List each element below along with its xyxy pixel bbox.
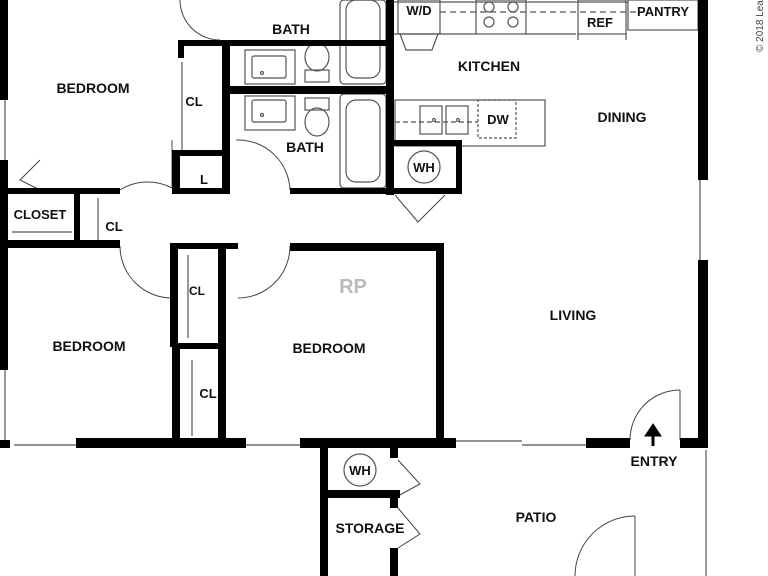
washer-dryer (397, 0, 441, 35)
label-bath-top: BATH (272, 21, 310, 37)
toilet-bottom (304, 107, 330, 137)
label-bedroom-sw: BEDROOM (52, 338, 125, 354)
label-bedroom-center: BEDROOM (292, 340, 365, 356)
sink-bottom (244, 95, 296, 131)
watermark-logo: RP (339, 276, 367, 298)
water-heater-storage-circle (343, 453, 377, 487)
entry-marker: ENTRY (631, 423, 679, 469)
label-cl-lower: CL (199, 386, 216, 401)
label-closet: CLOSET (14, 207, 67, 222)
refrigerator (577, 0, 627, 35)
label-wd: W/D (406, 3, 431, 18)
label-cl-hall: CL (105, 219, 122, 234)
label-linen: L (200, 172, 208, 187)
toilet-top (304, 42, 330, 72)
label-wh-storage: WH (349, 463, 371, 478)
fixture-labels: W/D REF PANTRY DW WH WH L CL CL CL CL (105, 3, 689, 478)
label-kitchen: KITCHEN (458, 58, 520, 74)
bathtub-bottom (339, 93, 387, 189)
copyright-text: © 2018 Lea (755, 0, 766, 52)
room-labels: BATH BATH BEDROOM BEDROOM BEDROOM KITCHE… (14, 21, 647, 536)
sink-top (244, 49, 296, 85)
label-dining: DINING (598, 109, 647, 125)
range (475, 0, 527, 35)
label-dw: DW (487, 112, 509, 127)
dishwasher-box (477, 99, 517, 139)
label-patio: PATIO (516, 509, 557, 525)
label-storage: STORAGE (336, 520, 405, 536)
kitchen-island (394, 99, 546, 147)
fixtures (4, 0, 707, 576)
label-ref: REF (587, 15, 613, 30)
label-cl-mid: CL (189, 284, 205, 298)
label-wh-kitchen: WH (413, 160, 435, 175)
label-bedroom-nw: BEDROOM (56, 80, 129, 96)
up-arrow-icon (644, 423, 662, 446)
label-cl-upper: CL (185, 94, 202, 109)
door-swings (19, 0, 681, 576)
label-living: LIVING (550, 307, 597, 323)
label-entry: ENTRY (631, 453, 679, 469)
label-pantry: PANTRY (637, 4, 689, 19)
water-heater-kitchen-circle (407, 150, 441, 184)
label-bath-bottom: BATH (286, 139, 324, 155)
walls (0, 0, 708, 576)
